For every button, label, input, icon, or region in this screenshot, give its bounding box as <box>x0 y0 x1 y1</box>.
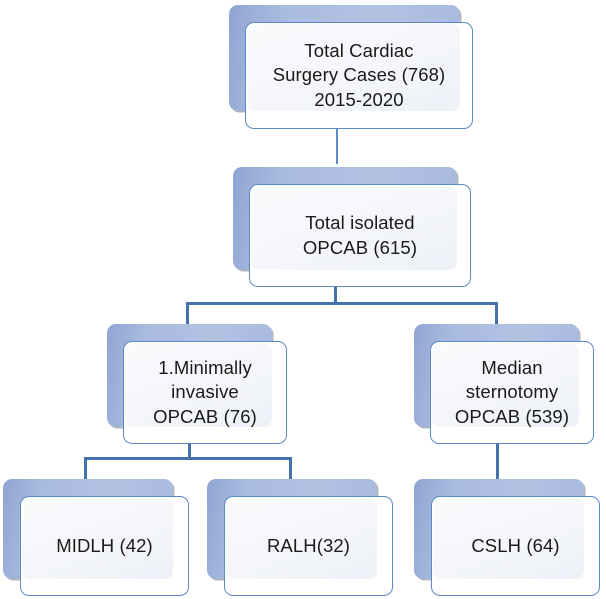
connector-level3-bus-left <box>84 457 292 460</box>
node-cslh[interactable]: CSLH (64) <box>414 479 600 596</box>
node-minimally-invasive-opcab[interactable]: 1.Minimally invasive OPCAB (76) <box>107 324 287 444</box>
connector-bus-to-median-sternotomy <box>495 302 498 326</box>
node-label: RALH(32) <box>266 534 351 556</box>
node-total-cardiac-surgery-cases[interactable]: Total Cardiac Surgery Cases (768) 2015-2… <box>229 5 473 129</box>
node-label: 1.Minimally invasive OPCAB (76) <box>153 357 257 427</box>
connector-median-sternotomy-to-cslh <box>496 441 499 481</box>
node-inner-face <box>226 498 377 579</box>
node-label: Total Cardiac Surgery Cases (768) 2015-2… <box>272 40 446 110</box>
node-total-isolated-opcab[interactable]: Total isolated OPCAB (615) <box>233 167 471 287</box>
connector-bus-to-midlh <box>84 457 87 481</box>
node-ralh[interactable]: RALH(32) <box>207 479 393 596</box>
node-label: CSLH (64) <box>471 534 560 556</box>
connector-minimally-invasive-stem <box>188 441 191 459</box>
node-median-sternotomy-opcab[interactable]: Median sternotomy OPCAB (539) <box>414 324 594 444</box>
node-inner-face <box>432 343 579 427</box>
node-label: Median sternotomy OPCAB (539) <box>454 357 570 427</box>
node-inner-face <box>433 498 584 579</box>
connector-root-to-isolated <box>336 127 338 164</box>
connector-bus-to-ralh <box>289 457 292 481</box>
node-label: Total isolated OPCAB (615) <box>302 212 418 258</box>
node-inner-face <box>22 498 173 579</box>
connector-bus-to-minimally-invasive <box>186 302 189 326</box>
node-inner-face <box>125 343 272 427</box>
node-midlh[interactable]: MIDLH (42) <box>3 479 189 596</box>
node-inner-face <box>247 24 460 111</box>
connector-level2-bus <box>186 302 498 305</box>
connector-isolated-stem <box>334 285 337 304</box>
node-label: MIDLH (42) <box>56 534 153 556</box>
node-inner-face <box>251 186 457 270</box>
